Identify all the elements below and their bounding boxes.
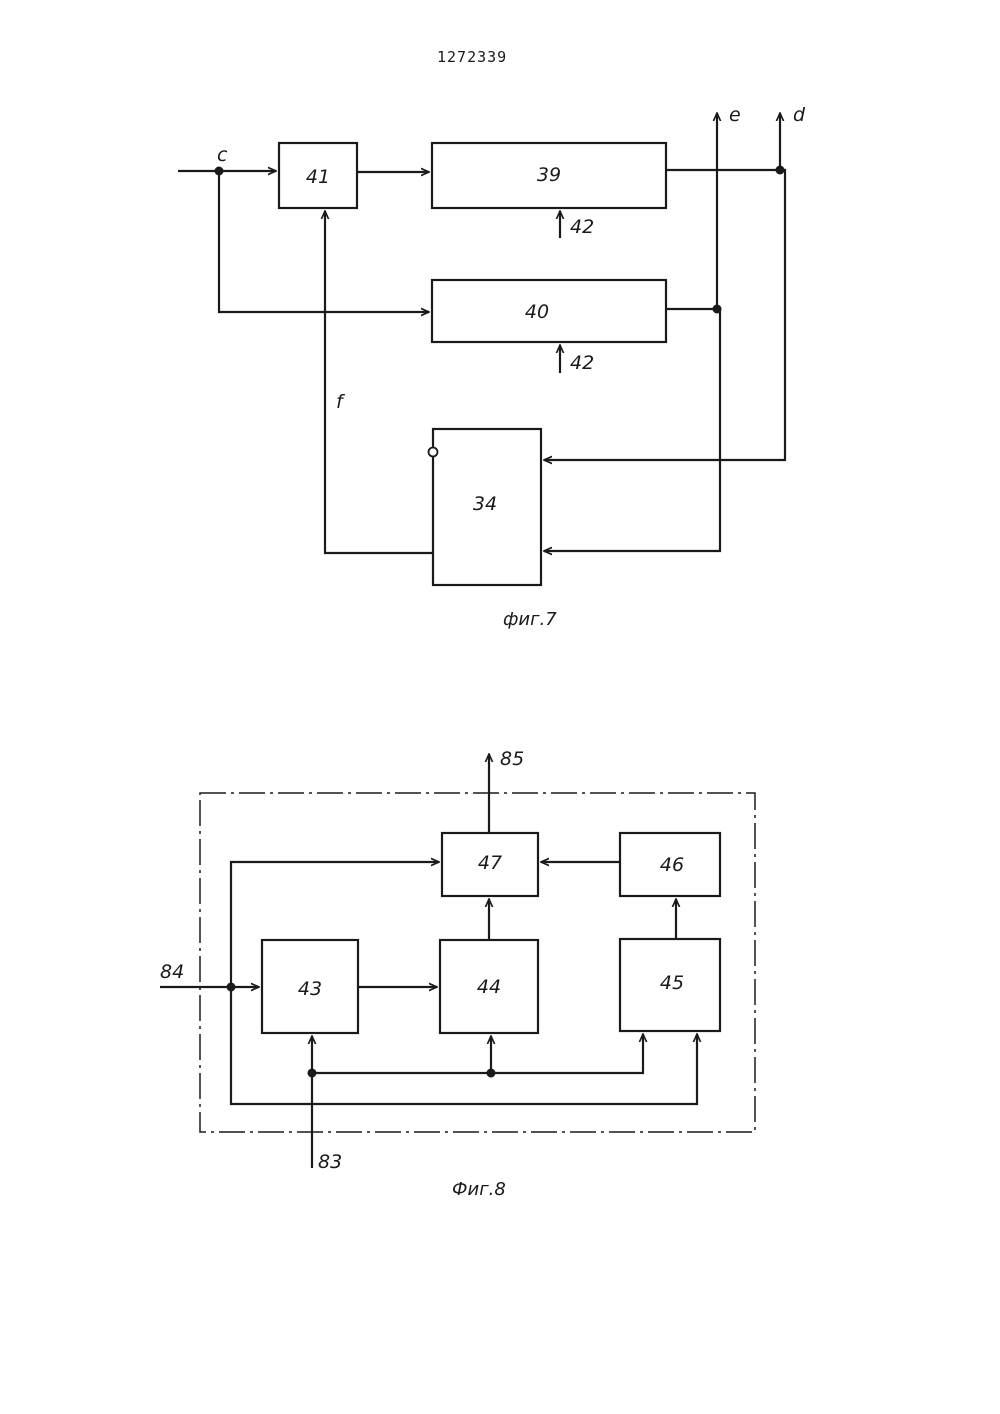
svg-text:45: 45: [660, 972, 684, 994]
block-43: 43: [262, 940, 358, 1033]
svg-text:42: 42: [570, 216, 594, 238]
svg-text:40: 40: [525, 301, 549, 323]
figure-8-caption: Фиг.8: [452, 1179, 506, 1200]
block-40: 40: [432, 280, 666, 342]
svg-text:44: 44: [477, 976, 501, 998]
svg-text:d: d: [793, 104, 806, 126]
block-39: 39: [432, 143, 666, 208]
figure-7: 41 39 40 34 c: [178, 104, 806, 630]
block-41: 41: [279, 143, 357, 208]
wire-e-to-34: [544, 309, 720, 551]
wire-83-to-45: [312, 1034, 643, 1073]
block-45: 45: [620, 939, 720, 1031]
svg-text:34: 34: [473, 493, 497, 515]
svg-text:39: 39: [537, 164, 561, 186]
svg-text:84: 84: [160, 961, 184, 983]
figure-7-caption: фиг.7: [503, 609, 557, 630]
signal-c-input: c: [178, 144, 276, 176]
svg-text:42: 42: [570, 352, 594, 374]
figure-8: 43 44 45 46 47 84: [160, 748, 755, 1200]
inverted-input-circle: [429, 448, 438, 457]
svg-text:f: f: [336, 391, 346, 413]
block-44: 44: [440, 940, 538, 1033]
svg-text:43: 43: [298, 978, 322, 1000]
block-47: 47: [442, 833, 538, 896]
svg-text:83: 83: [318, 1151, 342, 1173]
wire-f-feedback: [325, 211, 433, 553]
svg-text:41: 41: [306, 166, 330, 188]
svg-text:c: c: [217, 144, 228, 166]
svg-text:47: 47: [478, 852, 502, 874]
svg-text:46: 46: [660, 854, 684, 876]
block-46: 46: [620, 833, 720, 896]
block-34: 34: [429, 429, 542, 585]
clock-input-40: 42: [560, 345, 594, 374]
clock-input-39: 42: [560, 211, 594, 238]
svg-text:e: e: [729, 104, 741, 126]
svg-text:85: 85: [500, 748, 524, 770]
